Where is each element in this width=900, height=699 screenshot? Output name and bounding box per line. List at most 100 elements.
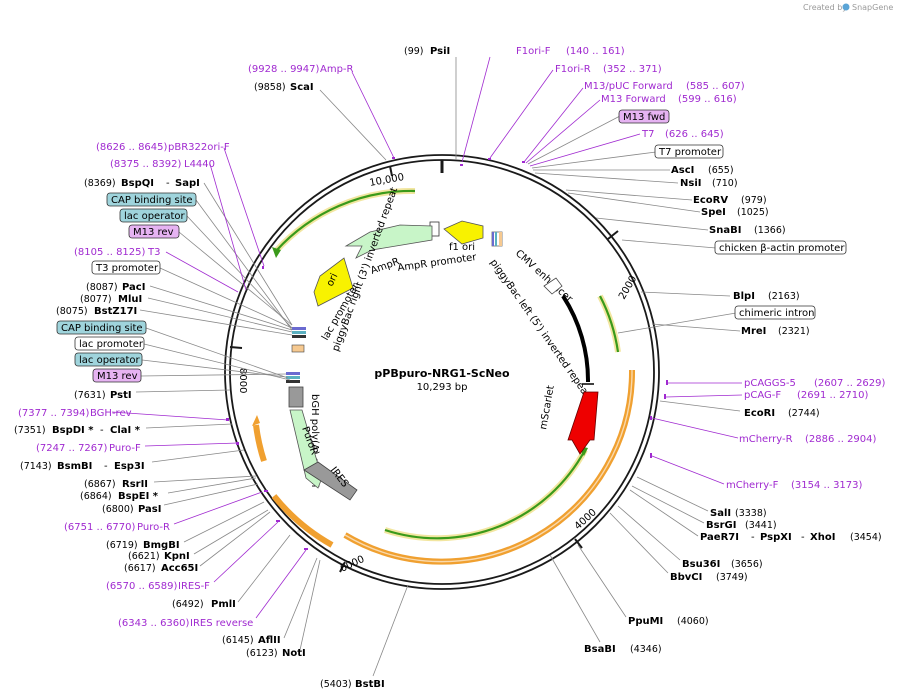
site-pasi[interactable]: (6800) PasI	[102, 483, 259, 515]
svg-text:(3338): (3338)	[735, 508, 767, 519]
svg-text:pCAGGS-5: pCAGGS-5	[744, 378, 796, 389]
svg-text:lac operator: lac operator	[124, 211, 185, 222]
box-t7-promoter[interactable]: T7 promoter	[531, 144, 724, 169]
primer-m13-puc-forward[interactable]: M13/pUC Forward (585 .. 607)	[523, 81, 745, 163]
primer-pbr322ori-f[interactable]: (8626 .. 8645) pBR322ori-F	[96, 142, 265, 267]
orange-arc-2	[271, 494, 334, 548]
primer-puro-f[interactable]: (7247 .. 7267) Puro-F	[36, 442, 239, 454]
site-sali[interactable]: SalI (3338)	[636, 476, 767, 519]
primer-f1ori-f[interactable]: F1ori-F (140 .. 161)	[461, 46, 625, 163]
box-m13-rev-lower[interactable]: M13 rev	[92, 368, 287, 383]
box-lac-operator-upper[interactable]: lac operator	[119, 208, 293, 329]
svg-text:pCAG-F: pCAG-F	[744, 390, 781, 401]
site-bsu36i[interactable]: Bsu36I (3656)	[617, 505, 763, 570]
svg-text:(8105 .. 8125): (8105 .. 8125)	[74, 247, 146, 258]
box-cap-binding-site-lower[interactable]: CAP binding site	[56, 320, 289, 379]
primer-t7[interactable]: T7 (626 .. 645)	[529, 129, 724, 167]
svg-text:Acc65I: Acc65I	[161, 563, 198, 574]
box-chicken-beta-actin-promoter[interactable]: chicken β-actin promoter	[621, 239, 847, 255]
cmv-stripes	[492, 232, 502, 246]
site-mlui[interactable]: (8077) MluI	[80, 294, 293, 333]
site-bspdi[interactable]: (7351) BspDI * - ClaI *	[14, 423, 233, 436]
site-bsabi[interactable]: BsaBI (4346)	[549, 554, 662, 655]
box-m13-rev-upper[interactable]: M13 rev	[128, 224, 293, 326]
svg-text:Esp3I: Esp3I	[114, 461, 145, 472]
site-bsrgi[interactable]: BsrGI (3441)	[631, 485, 777, 531]
intron-arc-bg	[597, 294, 621, 353]
site-aflii[interactable]: (6145) AflII	[222, 557, 318, 646]
site-noti[interactable]: (6123) NotI	[246, 559, 321, 659]
box-cap-binding-site-upper[interactable]: CAP binding site	[106, 192, 293, 331]
svg-text:pBR322ori-F: pBR322ori-F	[168, 142, 230, 153]
ori-arrow	[313, 257, 354, 307]
box-chimeric-intron[interactable]: chimeric intron	[617, 305, 816, 334]
site-blpi[interactable]: BlpI (2163)	[640, 291, 800, 302]
site-ppumi[interactable]: PpuMI (4060)	[577, 544, 709, 627]
svg-text:chicken β-actin promoter: chicken β-actin promoter	[719, 243, 845, 254]
ampr-arrow	[344, 224, 433, 259]
svg-text:MreI: MreI	[741, 326, 766, 337]
primer-bgh-rev[interactable]: (7377 .. 7394) BGH-rev	[18, 408, 229, 421]
primer-amp-r[interactable]: (9928 .. 9947) Amp-R	[248, 64, 395, 159]
svg-text:(6719): (6719)	[106, 540, 138, 551]
site-nsii[interactable]: NsiI (710)	[534, 172, 738, 189]
site-bmgbi[interactable]: (6719) BmgBI	[106, 501, 265, 551]
svg-text:PsiI: PsiI	[430, 46, 450, 57]
site-bspei[interactable]: (6864) BspEI *	[80, 477, 257, 502]
svg-text:BstBI: BstBI	[355, 679, 385, 690]
svg-text:T3: T3	[147, 247, 160, 258]
site-bstz17i[interactable]: (8075) BstZ17I	[56, 306, 293, 336]
site-ecori[interactable]: EcoRI (2744)	[659, 400, 820, 419]
black-arc	[561, 294, 591, 383]
map-name: pPBpuro-NRG1-ScNeo	[374, 367, 510, 380]
site-scai[interactable]: (9858) ScaI	[254, 82, 387, 161]
site-kpni[interactable]: (6621) KpnI	[128, 509, 269, 562]
site-bbvci[interactable]: BbvCI (3749)	[609, 512, 748, 583]
primer-f1ori-r[interactable]: F1ori-R (352 .. 371)	[489, 64, 662, 159]
primer-ires-f[interactable]: (6570 .. 6589) IRES-F	[106, 521, 279, 592]
site-ecorv[interactable]: EcoRV (979)	[565, 189, 767, 206]
svg-text:(6492): (6492)	[172, 599, 204, 610]
svg-text:AscI: AscI	[671, 165, 694, 176]
primer-mcherry-r[interactable]: mCherry-R (2886 .. 2904)	[651, 417, 877, 445]
box-m13-fwd[interactable]: M13 fwd	[527, 109, 670, 165]
primer-pcaggs-5[interactable]: pCAGGS-5 (2607 .. 2629)	[667, 378, 886, 389]
primer-mcherry-f[interactable]: mCherry-F (3154 .. 3173)	[651, 455, 863, 491]
tick-6000: 6000	[339, 554, 367, 575]
primer-pcag-f[interactable]: pCAG-F (2691 .. 2710)	[665, 390, 869, 401]
site-rsrii[interactable]: (6867) RsrII	[84, 475, 257, 490]
box-lac-promoter-lower[interactable]: lac promoter	[74, 336, 291, 381]
site-paci[interactable]: (8087) PacI	[86, 282, 293, 331]
svg-text:mCherry-F: mCherry-F	[726, 480, 779, 491]
watermark-created-by: Created by	[803, 3, 847, 12]
site-pmli[interactable]: (6492) PmlI	[172, 534, 291, 610]
site-psti[interactable]: (7631) PstI	[74, 389, 231, 401]
primer-l4440[interactable]: (8375 .. 8392) L4440	[110, 159, 247, 291]
site-acc65i[interactable]: (6617) Acc65I	[124, 511, 271, 574]
site-bspqi[interactable]: (8369) BspQI - SapI	[84, 178, 293, 326]
map-length: 10,293 bp	[417, 382, 468, 393]
site-bsmbi[interactable]: (7143) BsmBI - Esp3I	[20, 449, 245, 472]
primer-t3[interactable]: (8105 .. 8125) T3	[74, 247, 239, 293]
svg-text:EcoRV: EcoRV	[693, 195, 728, 206]
primer-ires-reverse[interactable]: (6343 .. 6360) IRES reverse	[118, 549, 307, 629]
svg-text:(8087): (8087)	[86, 282, 118, 293]
svg-text:Amp-R: Amp-R	[320, 64, 354, 75]
site-spei[interactable]: SpeI (1025)	[567, 192, 769, 218]
box-lac-operator-lower[interactable]: lac operator	[74, 352, 287, 378]
svg-text:(7351): (7351)	[14, 425, 46, 436]
primer-m13-forward[interactable]: M13 Forward (599 .. 616)	[525, 94, 737, 164]
svg-text:(8369): (8369)	[84, 178, 116, 189]
svg-text:(6621): (6621)	[128, 551, 160, 562]
primer-puro-r[interactable]: (6751 .. 6770) Puro-R	[64, 491, 263, 533]
site-paer7i[interactable]: PaeR7I - PspXI - XhoI (3454)	[629, 489, 882, 543]
site-mrei[interactable]: MreI (2321)	[651, 323, 810, 337]
site-snabi[interactable]: SnaBI (1366)	[595, 217, 786, 236]
bgh-polya-box	[288, 386, 304, 408]
box-t3-promoter[interactable]: T3 promoter	[91, 260, 293, 329]
svg-text:(8375 .. 8392): (8375 .. 8392)	[110, 159, 182, 170]
site-bstbi[interactable]: (5403) BstBI	[320, 584, 409, 690]
site-psii[interactable]: (99) PsiI	[404, 46, 457, 160]
svg-text:SnaBI: SnaBI	[709, 225, 741, 236]
site-asci[interactable]: AscI (655)	[533, 165, 734, 176]
